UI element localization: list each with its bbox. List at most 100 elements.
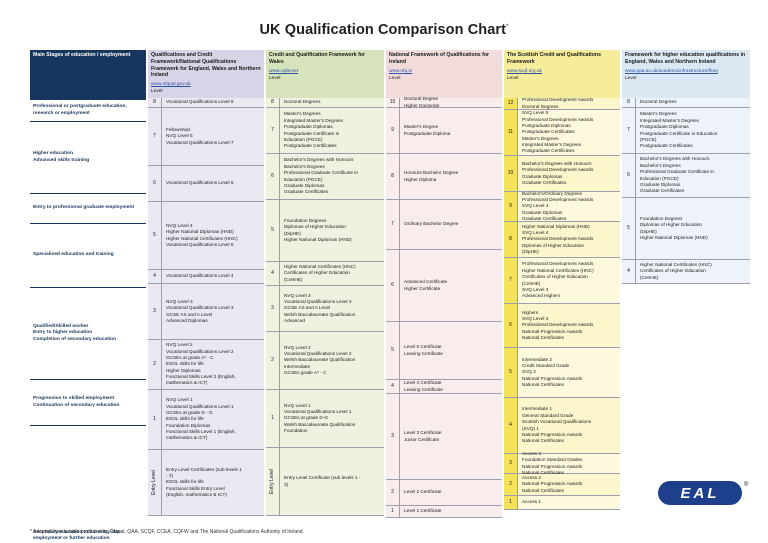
qualification-line: Vocational Qualifications Level 8 xyxy=(166,99,234,105)
hig-level-qualifications: Higher National Certificates (HNC)Certif… xyxy=(636,261,716,282)
qualification-line: GCSE AS and A Level xyxy=(166,311,213,317)
qualification-line: Level 4 Certificate xyxy=(404,380,442,386)
qualification-line: Access 3 xyxy=(522,450,542,456)
ofq-level-row: 6 Vocational Qualifications Level 6 xyxy=(148,166,264,202)
title-mark: * xyxy=(506,24,509,31)
link-scqf[interactable]: www.scqf.org.uk xyxy=(507,68,542,74)
qualification-line: Higher Diplomas xyxy=(166,367,201,373)
qualification-line: Doctoral Degrees xyxy=(284,99,321,105)
qualification-line: Education (PGCE) xyxy=(640,175,679,181)
hig-level-number: 6 xyxy=(622,154,636,197)
qualification-line: Higher National Diplomas (HND) xyxy=(166,229,234,235)
qualification-line: Welsh Baccalaureate Qualification xyxy=(284,311,356,317)
qualification-line: Higher National Certificates (HNC) xyxy=(640,261,712,267)
qualification-line: Bachelor's Degrees with Honours xyxy=(522,160,592,166)
header-main-stages: Main Stages of education / employment xyxy=(30,50,146,100)
wal-level-number: 2 xyxy=(266,332,280,389)
qualification-line: Bachelor's Degrees with Honours xyxy=(284,157,354,163)
wal-level-number: 8 xyxy=(266,98,280,107)
link-ofqual[interactable]: www.ofqual.gov.uk xyxy=(151,82,191,87)
ofq-level-number: 3 xyxy=(148,284,162,339)
qualification-line: Credit Standard Grade xyxy=(522,362,570,368)
qualification-line: Ordinary Bachelor Degree xyxy=(404,221,459,227)
qualification-line: Level 3 Certificate xyxy=(404,430,442,436)
ofq-level-number: 4 xyxy=(148,270,162,283)
sco-level-number: 12 xyxy=(504,98,518,109)
sco-level-number: 11 xyxy=(504,110,518,155)
qualification-line: Level 1 Certificate xyxy=(404,508,442,514)
header-nfq-ireland: National Framework of Qualifications for… xyxy=(386,50,502,98)
wal-level-qualifications: Doctoral Degrees xyxy=(280,98,324,106)
qualification-line: NVQ Level 3 xyxy=(284,292,311,298)
qualification-line: Postgraduate Certificates xyxy=(522,148,575,154)
qualification-line: (CertHE) xyxy=(284,276,303,282)
qualification-line: (English, mathematics & ICT) xyxy=(166,492,227,498)
link-cqfw[interactable]: www.cqfw.net xyxy=(269,68,299,74)
sco-level-number: 6 xyxy=(504,304,518,347)
qualification-line: Bachelor's Degrees xyxy=(640,162,681,168)
wal-level-number: 5 xyxy=(266,200,280,261)
qualification-line: (SVQ) 1 xyxy=(522,425,539,431)
level-label: Level xyxy=(507,75,519,81)
qualification-line: Graduate Diplomas xyxy=(522,173,563,179)
wal-level-number: 6 xyxy=(266,154,280,199)
hig-level-qualifications: Doctoral Degrees xyxy=(636,98,680,106)
qualification-line: Professional Development Awards xyxy=(522,236,594,242)
qualification-line: NVQ Level 1 xyxy=(284,402,311,408)
qualification-line: Access 1 xyxy=(522,499,542,505)
qualification-line: Postgraduate Diplomas xyxy=(284,124,333,130)
qualification-line: - 3) xyxy=(166,472,174,478)
sco-level-row: 1 Access 1 xyxy=(504,496,620,510)
qualification-line: National Certificates xyxy=(522,487,564,493)
ofq-level-number: 6 xyxy=(148,166,162,201)
irl-level-number: 2 xyxy=(386,480,400,505)
qualification-line: 3) xyxy=(284,481,289,487)
qualification-line: Graduate Diplomas xyxy=(522,209,563,215)
hig-level-number: 8 xyxy=(622,98,636,107)
qualification-line: Vocational Qualifications Level 6 xyxy=(166,180,234,186)
qualification-line: Higher Diploma xyxy=(404,176,437,182)
header-cqfw: Credit and Qualification Framework for W… xyxy=(266,50,384,98)
sco-level-number: 1 xyxy=(504,496,518,509)
irl-level-number: 1 xyxy=(386,506,400,517)
link-qaa[interactable]: www.qaa.ac.uk/academicinfrastructure/fhe… xyxy=(625,68,718,74)
qualification-line: Vocational Qualifications Level 5 xyxy=(166,241,234,247)
qualification-line: Functional Skills Level 2 (English, xyxy=(166,374,236,380)
main-stage-7: Secondary education Initial entry into e… xyxy=(30,426,146,543)
irl-level-number: 5 xyxy=(386,322,400,379)
qualification-line: Advanced Certificate xyxy=(404,279,448,285)
qualification-line: Diplomas of Higher Education xyxy=(522,242,585,248)
eal-logo: EAL xyxy=(658,481,742,505)
qualification-line: Professional Development Awards xyxy=(522,97,594,103)
link-nfq[interactable]: www.nfq.ie xyxy=(389,68,413,74)
qualification-line: SVQ 2 xyxy=(522,369,536,375)
qualification-line: (DipHE) xyxy=(284,230,301,236)
ofq-level-qualifications: Vocational Qualifications Level 6 xyxy=(162,179,238,187)
wal-level-number: 3 xyxy=(266,286,280,331)
main-stage-3: Entry to professional graduate employmen… xyxy=(30,194,146,224)
qualification-line: Higher Doctorate xyxy=(404,102,440,108)
column-scqf: The Scottish Credit and Qualifications F… xyxy=(504,50,620,510)
irl-level-number: 3 xyxy=(386,394,400,479)
qualification-line: Graduate Certificates xyxy=(284,189,329,195)
qualification-line: Professional Graduate Certificate in xyxy=(640,169,714,175)
sco-level-qualifications: Higher National Diplomas (HND)SVQ Level … xyxy=(518,223,597,257)
qualification-line: National Certificates xyxy=(522,382,564,388)
qualification-line: Postgraduate Certificates xyxy=(640,143,693,149)
qualification-line: mathematics & ICT) xyxy=(166,380,208,386)
